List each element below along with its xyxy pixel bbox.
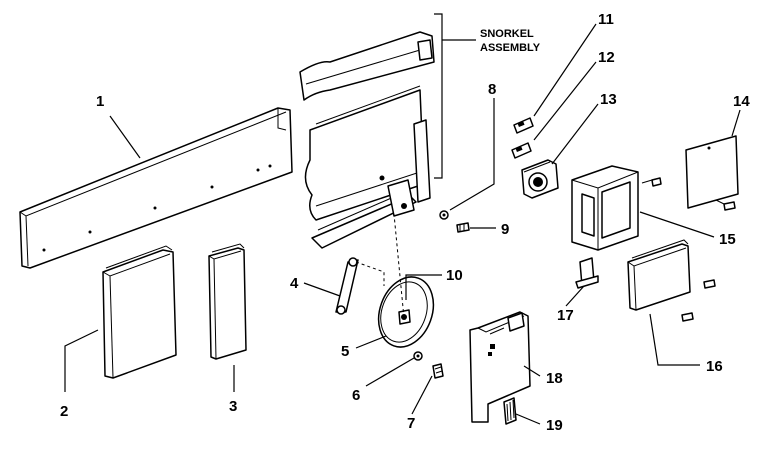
- callout-6: 6: [352, 387, 360, 404]
- callout-17: 17: [557, 307, 574, 324]
- snorkel-label-line2: ASSEMBLY: [480, 42, 541, 54]
- part-11-clip: [513, 117, 534, 134]
- snorkel-assembly: [299, 31, 435, 249]
- callout-12: 12: [598, 49, 615, 66]
- callout-18: 18: [546, 370, 563, 387]
- part-9-screw: [456, 222, 470, 233]
- callout-10: 10: [446, 267, 463, 284]
- callout-14: 14: [733, 93, 750, 110]
- callout-16: 16: [706, 358, 723, 375]
- callout-11: 11: [598, 11, 614, 28]
- part-5-wheel: [377, 213, 435, 348]
- callout-5: 5: [341, 343, 349, 360]
- callout-3: 3: [229, 398, 237, 415]
- part-16-filter-panel: [627, 239, 716, 322]
- part-4-link-arm: [335, 257, 385, 315]
- part-19-terminal-block: [503, 397, 517, 425]
- part-17-bracket: [575, 257, 599, 289]
- part-1-long-panel: [19, 107, 293, 269]
- part-15-frame: [571, 165, 639, 251]
- callout-19: 19: [546, 417, 563, 434]
- part-7-screw: [432, 363, 444, 379]
- callout-2: 2: [60, 403, 68, 420]
- callout-9: 9: [501, 221, 509, 238]
- part-13-fan-motor: [521, 159, 559, 199]
- callout-7: 7: [407, 415, 415, 432]
- part-8-nut: [439, 210, 449, 220]
- part-18-control-panel: [469, 311, 531, 423]
- snorkel-assembly-bracket: [434, 13, 476, 179]
- callout-1: 1: [96, 93, 104, 110]
- snorkel-label-line1: SNORKEL: [480, 28, 534, 40]
- callout-15: 15: [719, 231, 736, 248]
- callout-13: 13: [600, 91, 617, 108]
- leader-lines: [64, 23, 741, 425]
- callout-8: 8: [488, 81, 496, 98]
- part-6-washer: [413, 351, 423, 361]
- callout-4: 4: [290, 275, 299, 292]
- part-14-cover-plate: [641, 135, 739, 211]
- part-12-clip: [511, 142, 532, 159]
- part-2-panel: [102, 245, 177, 379]
- part-3-narrow-panel: [208, 243, 247, 360]
